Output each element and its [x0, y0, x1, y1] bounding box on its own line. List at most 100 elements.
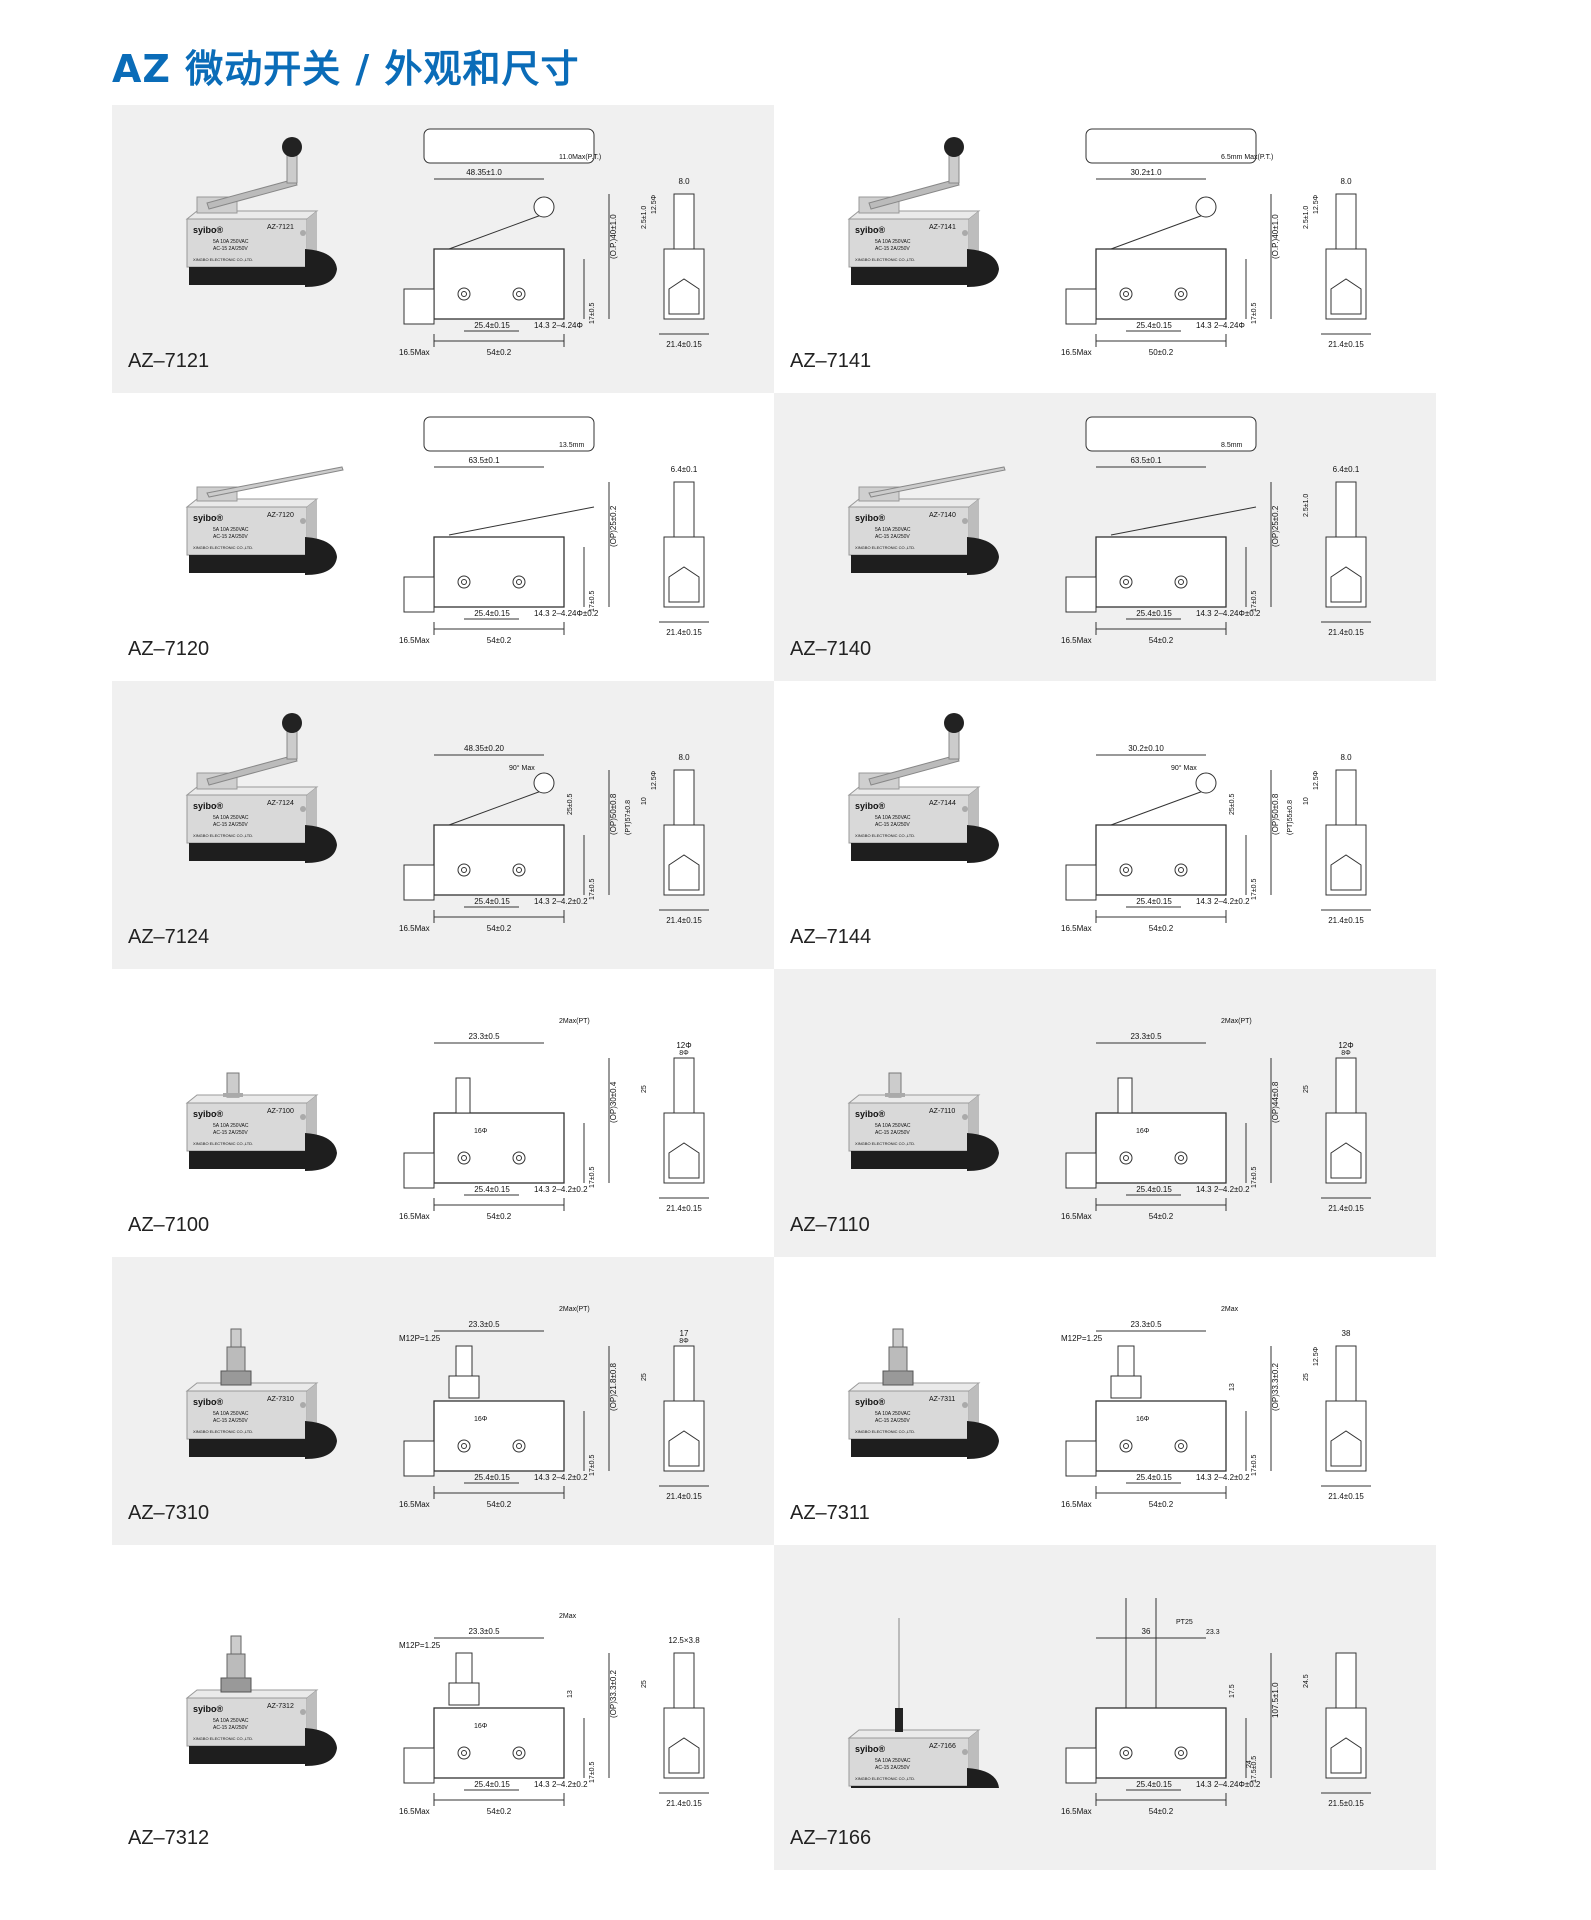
mounting-hole-inner — [1123, 1443, 1129, 1449]
length-dim: 54±0.2 — [1149, 1807, 1174, 1816]
model-number: AZ–7166 — [790, 1827, 872, 1849]
main-dim: 48.35±1.0 — [466, 168, 502, 177]
thread-dim: M12P=1.25 — [399, 1641, 441, 1650]
overtravel-dim: 2Max(PT) — [559, 1306, 590, 1313]
plunger-pin — [230, 1635, 242, 1654]
switch-base — [189, 555, 305, 573]
switch-housing — [848, 506, 970, 556]
brand-logo: syibo® — [855, 1109, 886, 1119]
main-dim: 23.3±0.5 — [468, 1320, 500, 1329]
rating-text: AC-15 2A/250V — [213, 822, 248, 828]
dimension-drawing: M12P=1.2523.3±0.52Max(PT)178Φ(OP)21.8±0.… — [399, 1306, 709, 1509]
vertical-dim: 10 — [641, 797, 648, 805]
height-dim: 17±0.5 — [589, 591, 596, 612]
vertical-dim: 2.5±1.0 — [1303, 494, 1310, 517]
height-dim: 17±0.5 — [1251, 591, 1258, 612]
switch-boot — [305, 825, 337, 863]
model-number: AZ–7121 — [128, 350, 210, 372]
side-width-dim: 21.4±0.15 — [666, 628, 702, 637]
plunger-dim: 16Φ — [1136, 1416, 1150, 1423]
hole-spacing-dim: 25.4±0.15 — [1136, 321, 1172, 330]
vertical-dim-3: 24 — [1246, 1760, 1253, 1768]
op-dim: (OP)25±0.2 — [609, 505, 618, 547]
mounting-hole-inner — [461, 1749, 467, 1756]
hole-spacing-dim: 25.4±0.15 — [1136, 1780, 1172, 1789]
switch-boot — [967, 825, 999, 863]
pt-dim: PT25 — [1176, 1619, 1193, 1626]
main-dim: 30.2±0.10 — [1128, 744, 1164, 753]
company-text: XINGBO ELECTRONIC CO.,LTD. — [193, 545, 253, 550]
front-view-boot — [1065, 1747, 1097, 1783]
side-view-boot — [668, 1736, 700, 1773]
switch-base — [189, 843, 305, 861]
foot-dim: 16.5Max — [1061, 636, 1092, 645]
mid-dim: 14.3 — [534, 1185, 550, 1194]
length-dim: 50±0.2 — [1149, 348, 1174, 357]
op2-dim: (PT)55±0.8 — [1287, 800, 1294, 835]
width-dim: 38 — [1342, 1329, 1351, 1338]
lever-arm — [868, 466, 1006, 498]
rivet-icon — [962, 230, 968, 236]
front-view-housing — [433, 824, 565, 896]
op2-dim: (PT)57±0.8 — [625, 800, 632, 835]
housing-model-label: AZ-7166 — [929, 1743, 956, 1750]
brand-logo: syibo® — [855, 1744, 886, 1754]
front-view-boot — [403, 1747, 435, 1783]
mid-dim: 14.3 — [1196, 1473, 1212, 1482]
rating-text: 5A 10A 250VAC — [875, 815, 911, 821]
hole-spacing-dim: 25.4±0.15 — [474, 321, 510, 330]
rating-text: 5A 10A 250VAC — [213, 239, 249, 245]
mid-dim: 14.3 — [534, 321, 550, 330]
dimension-drawing: M12P=1.2523.3±0.52Max12.5×3.8(OP)33.3±0.… — [399, 1613, 709, 1816]
front-view-housing — [1095, 1400, 1227, 1472]
foot-dim: 16.5Max — [399, 1212, 430, 1221]
side-view-actuator — [673, 1345, 695, 1402]
side-view-boot — [1330, 854, 1362, 891]
housing-model-label: AZ-7121 — [267, 224, 294, 231]
foot-dim: 16.5Max — [399, 636, 430, 645]
length-dim: 54±0.2 — [1149, 1212, 1174, 1221]
rating-text: AC-15 2A/250V — [213, 1418, 248, 1424]
op-dim: (OP)33.3±0.2 — [609, 1669, 618, 1718]
hole-spacing-dim: 25.4±0.15 — [474, 897, 510, 906]
side-view-boot — [668, 278, 700, 315]
height-dim: 17±0.5 — [589, 879, 596, 900]
hole-diameter-dim: 2–4.24Φ±0.2 — [1214, 1780, 1261, 1789]
mounting-hole-inner — [461, 1155, 467, 1161]
lever-outline — [448, 213, 545, 250]
foot-dim: 16.5Max — [399, 348, 430, 357]
roller-dim: 12.5Φ — [1313, 194, 1320, 214]
rivet-icon — [300, 230, 306, 236]
company-text: XINGBO ELECTRONIC CO.,LTD. — [193, 1141, 253, 1146]
vertical-dim: 25 — [641, 1373, 648, 1381]
lever-arm — [206, 754, 298, 786]
switch-boot — [967, 537, 999, 575]
front-view-boot — [403, 288, 435, 325]
length-dim: 54±0.2 — [487, 1807, 512, 1816]
switch-base — [851, 267, 967, 285]
company-text: XINGBO ELECTRONIC CO.,LTD. — [855, 1141, 915, 1146]
extra-dim: 23.3 — [1206, 1629, 1220, 1636]
front-view-boot — [403, 864, 435, 901]
side-width-dim: 21.4±0.15 — [666, 340, 702, 349]
roller-dim: 12.5Φ — [1313, 1346, 1320, 1366]
threaded-bushing — [226, 1346, 246, 1372]
roller-dim: 12.5Φ — [651, 194, 658, 214]
brand-logo: syibo® — [855, 225, 886, 235]
width-dim: 12.5×3.8 — [668, 1636, 700, 1645]
rating-text: AC-15 2A/250V — [875, 822, 910, 828]
side-view-actuator — [673, 769, 695, 826]
front-view-housing — [1095, 248, 1227, 320]
lever-arm — [206, 466, 344, 498]
mid-dim: 14.3 — [1196, 321, 1212, 330]
length-dim: 54±0.2 — [1149, 636, 1174, 645]
height-dim: 17±0.5 — [1251, 879, 1258, 900]
